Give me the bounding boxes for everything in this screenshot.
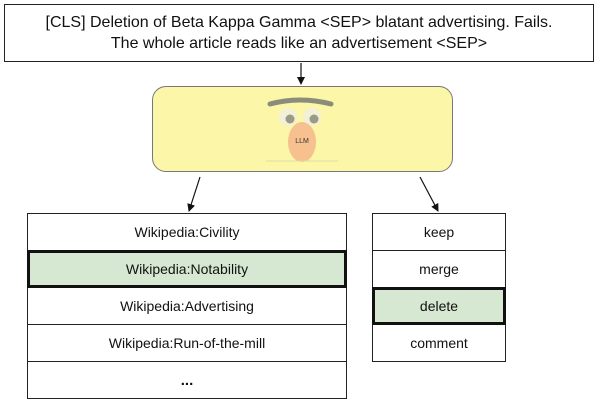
action-item-selected: delete bbox=[372, 287, 506, 325]
action-item: keep bbox=[372, 213, 506, 251]
llm-label: LLM bbox=[295, 138, 309, 145]
policy-list: Wikipedia:Civility Wikipedia:Notability … bbox=[27, 213, 347, 399]
action-item-label: merge bbox=[419, 261, 459, 277]
action-item-label: keep bbox=[423, 224, 455, 240]
policy-item-more: ... bbox=[27, 361, 347, 399]
policy-item: Wikipedia:Run-of-the-mill bbox=[27, 324, 347, 362]
input-text-box: [CLS] Deletion of Beta Kappa Gamma <SEP>… bbox=[4, 4, 594, 62]
action-item: merge bbox=[372, 250, 506, 288]
action-item-label: comment bbox=[410, 335, 468, 351]
policy-item: Wikipedia:Civility bbox=[27, 213, 347, 251]
input-text-line-2: The whole article reads like an advertis… bbox=[110, 35, 488, 52]
policy-item-label: ... bbox=[180, 371, 194, 389]
action-list: keep merge delete comment bbox=[372, 213, 506, 362]
policy-item-selected: Wikipedia:Notability bbox=[27, 250, 347, 288]
policy-item-label: Wikipedia:Notability bbox=[125, 261, 249, 277]
arrow-llm-to-actions bbox=[419, 176, 439, 212]
action-item: comment bbox=[372, 324, 506, 362]
policy-item: Wikipedia:Advertising bbox=[27, 287, 347, 325]
policy-item-label: Wikipedia:Advertising bbox=[120, 298, 254, 314]
arrow-llm-to-policies bbox=[187, 176, 201, 212]
policy-item-label: Wikipedia:Run-of-the-mill bbox=[108, 335, 266, 351]
policy-item-label: Wikipedia:Civility bbox=[134, 224, 240, 240]
input-text-line-1: [CLS] Deletion of Beta Kappa Gamma <SEP>… bbox=[45, 14, 553, 31]
action-item-label: delete bbox=[419, 298, 459, 314]
llm-face-icon bbox=[266, 97, 338, 162]
